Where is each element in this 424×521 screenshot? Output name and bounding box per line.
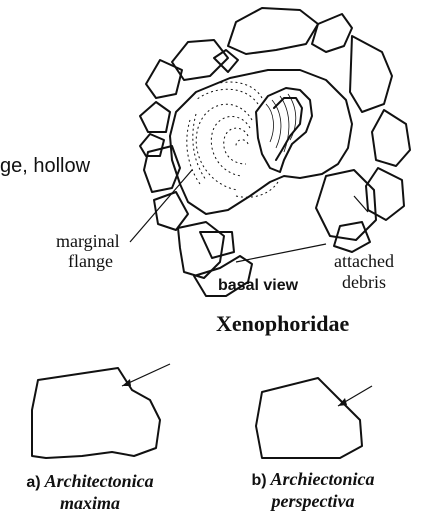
attached-debris-label-line1: attached — [334, 252, 394, 270]
shell-a-outline — [32, 368, 160, 458]
caption-b-name-line1: Archiectonica — [271, 469, 375, 489]
marginal-flange-label-line1: marginal — [56, 232, 120, 250]
leader-lines — [130, 170, 368, 262]
attached-debris-leader — [236, 244, 326, 262]
caption-a-name-line1: Architectonica — [45, 471, 154, 491]
caption-a-prefix: a) — [26, 474, 40, 491]
intro-text-fragment: ge, hollow — [0, 156, 90, 176]
caption-b: b) Archiectonica perspectiva — [228, 470, 398, 512]
shell-b-outline — [256, 378, 362, 458]
attached-debris-leader-2 — [354, 196, 368, 212]
caption-a: a) Architectonica maxima — [6, 472, 174, 514]
umbilicus — [256, 88, 312, 172]
marginal-flange-label-line2: flange — [68, 252, 113, 270]
caption-b-name-line2: perspectiva — [228, 492, 398, 512]
attached-debris-label-line2: debris — [342, 273, 386, 291]
caption-a-name-line2: maxima — [6, 494, 174, 514]
family-title: Xenophoridae — [216, 313, 349, 335]
shell-margin — [170, 70, 352, 214]
view-label: basal view — [218, 278, 298, 294]
caption-b-prefix: b) — [251, 472, 266, 489]
